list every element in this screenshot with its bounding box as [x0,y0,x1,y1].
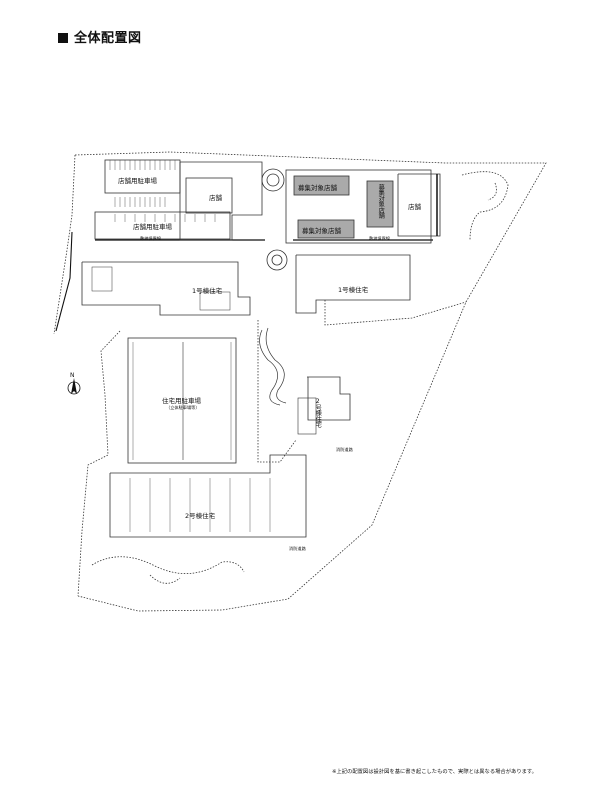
winding-path [259,329,281,406]
label-boundary-right: 敷地境界線 [369,236,390,241]
page-title: 全体配置図 [58,27,142,46]
plaza-circle-2 [266,249,288,271]
parking-lower-left [94,211,231,240]
title-text: 全体配置図 [74,31,142,46]
label-boundary-left: 敷地境界線 [140,236,161,241]
label-store-1: 店舗 [209,194,222,202]
north-arrow-icon [67,378,81,395]
label-bldg-1-right: 1号棟住宅 [338,286,369,294]
recruit-store-bottom [297,219,355,239]
footnote: ※上記の配置図は設計図を基に書き起こしたもので、実際とは異なる場合があります。 [332,769,537,775]
label-store-parking-1: 店舗用駐車場 [118,177,157,185]
parking-stalls-top [109,160,216,222]
north-letter: N [70,372,75,379]
label-parking-type: （立体駐車場等） [166,405,200,410]
label-recruit-store-vertical: 募集対象店舗 [377,184,385,219]
label-recruit-store-bottom: 募集対象店舗 [302,227,341,235]
bldg-2-main [109,454,307,538]
site-boundary-west [77,330,121,597]
site-boundary-left [53,154,76,335]
label-bldg-2-vertical: 2号棟住宅 [314,398,322,428]
store-1-inner [185,177,233,214]
road-boundary-line [55,231,73,332]
title-square-icon [58,33,68,43]
plaza-circle [261,168,285,192]
bldg-1-right [295,254,411,314]
label-fire-road-2: 消防道路 [289,546,306,551]
bldg-1-left [81,261,251,316]
residential-parking [127,337,237,464]
internal-path [257,320,297,463]
recruit-store-top [293,175,350,196]
label-recruit-store-top: 募集対象店舗 [298,184,337,192]
label-bldg-1-left: 1号棟住宅 [192,287,223,295]
label-bldg-2-main: 2号棟住宅 [185,512,216,520]
recruit-store-vertical [366,180,394,228]
north-arrow: N [66,372,82,404]
store-2-outline [397,173,441,237]
landscape-bottom [91,556,245,584]
store-1-outline [179,161,263,241]
label-fire-road-1: 消防道路 [336,447,353,452]
commercial-block [285,169,432,244]
label-store-parking-2: 店舗用駐車場 [133,223,172,231]
label-residential-parking: 住宅用駐車場 [162,397,201,405]
label-store-2: 店舗 [408,203,421,211]
bldg-2-vertical [307,376,351,421]
landscape-right [461,171,509,241]
